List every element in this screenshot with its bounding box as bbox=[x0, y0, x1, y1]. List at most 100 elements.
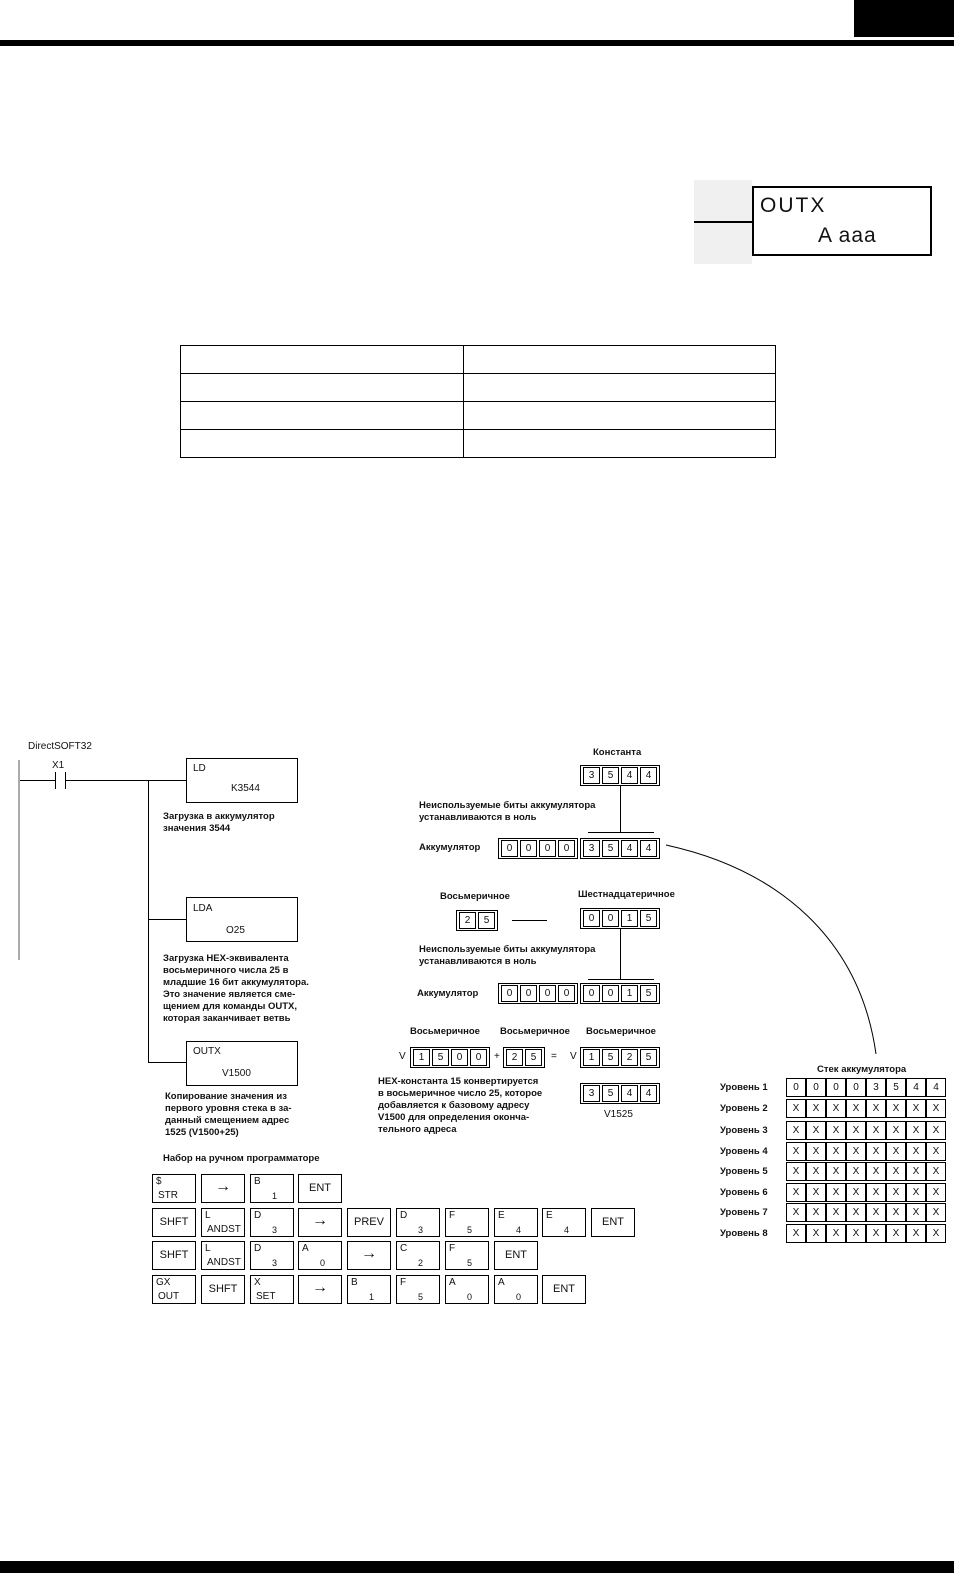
outx-symbol-name: OUTX bbox=[760, 194, 827, 217]
key-label: ENT bbox=[602, 1216, 624, 1228]
key-ent: ENT bbox=[494, 1241, 538, 1270]
table-row bbox=[180, 345, 776, 374]
table-cell bbox=[180, 345, 464, 374]
stack-cell: 0 bbox=[846, 1078, 866, 1097]
digit-cell: 3 bbox=[583, 767, 600, 784]
octal-header: Восьмеричное bbox=[410, 1026, 480, 1037]
right-arrow-icon: → bbox=[312, 1279, 328, 1296]
result-address-register: 1 5 2 5 bbox=[580, 1047, 660, 1068]
stack-level-label: Уровень 1 bbox=[720, 1082, 768, 1093]
rung-wire bbox=[20, 780, 55, 781]
key-letter: B bbox=[254, 1176, 261, 1187]
stack-cell: X bbox=[786, 1162, 806, 1181]
unused-bits-note-2: Неиспользуемые биты аккумулятора устанав… bbox=[419, 944, 595, 968]
digit-cell: 1 bbox=[621, 910, 638, 927]
outx-instruction-box bbox=[186, 1041, 298, 1086]
stack-cell: X bbox=[886, 1203, 906, 1222]
stack-cell: X bbox=[926, 1183, 946, 1202]
outx-symbol-box bbox=[752, 186, 932, 256]
digit-cell: 0 bbox=[602, 910, 619, 927]
right-arrow-icon: → bbox=[215, 1178, 231, 1195]
unused-bits-note-1: Неиспользуемые биты аккумулятора устанав… bbox=[419, 800, 595, 824]
stack-cell: 4 bbox=[926, 1078, 946, 1097]
key-shift-label: GX bbox=[156, 1277, 171, 1288]
digit-cell: 1 bbox=[583, 1049, 600, 1066]
stack-cell: X bbox=[786, 1142, 806, 1161]
digit-cell: 4 bbox=[640, 1085, 657, 1102]
header-rule bbox=[0, 40, 954, 46]
key-digit: 5 bbox=[466, 1225, 472, 1235]
table-row bbox=[180, 401, 776, 430]
stack-cell: X bbox=[806, 1224, 826, 1243]
digit-cell: 5 bbox=[602, 840, 619, 857]
key-digit: 1 bbox=[368, 1292, 374, 1302]
lda-name: LDA bbox=[193, 903, 213, 914]
stack-cell: X bbox=[806, 1162, 826, 1181]
ld-description: Загрузка в аккумулятор значения 3544 bbox=[163, 811, 275, 835]
accumulator-low-word-1: 3 5 4 4 bbox=[580, 838, 660, 859]
table-row bbox=[180, 373, 776, 402]
note-line: устанавливаются в ноль bbox=[419, 956, 537, 967]
stack-cell: X bbox=[906, 1099, 926, 1118]
digit-cell: 5 bbox=[478, 912, 495, 929]
digit-cell: 0 bbox=[583, 985, 600, 1002]
stack-cell: X bbox=[866, 1183, 886, 1202]
stack-cell: X bbox=[886, 1142, 906, 1161]
key-letter: F bbox=[449, 1243, 456, 1254]
key-digit: 0 bbox=[466, 1292, 472, 1302]
v-prefix: V bbox=[570, 1051, 577, 1062]
key-digit: 0 bbox=[319, 1258, 325, 1268]
digit-cell: 0 bbox=[583, 910, 600, 927]
branch-wire bbox=[148, 780, 149, 1062]
key-shift-label: L bbox=[205, 1243, 211, 1254]
equals-sign: = bbox=[551, 1051, 557, 1062]
stack-cell: X bbox=[846, 1142, 866, 1161]
ld-name: LD bbox=[193, 763, 206, 774]
outx-name: OUTX bbox=[193, 1046, 221, 1057]
digit-cell: 4 bbox=[640, 767, 657, 784]
ld-operand: K3544 bbox=[231, 783, 260, 794]
desc-line: значения 3544 bbox=[163, 823, 231, 834]
stack-cell: X bbox=[886, 1099, 906, 1118]
stack-cell: X bbox=[826, 1224, 846, 1243]
handheld-title: Набор на ручном программаторе bbox=[163, 1153, 320, 1164]
key-label: ENT bbox=[553, 1283, 575, 1295]
key-shft: SHFT bbox=[152, 1208, 196, 1237]
note-line: в восьмеричное число 25, которое bbox=[378, 1088, 543, 1099]
note-line: добавляется к базовому адресу bbox=[378, 1100, 530, 1111]
stack-cell: X bbox=[906, 1162, 926, 1181]
digit-cell: 0 bbox=[520, 840, 537, 857]
contact-right-bar bbox=[65, 772, 66, 789]
digit-cell: 0 bbox=[558, 840, 575, 857]
digit-cell: 0 bbox=[539, 985, 556, 1002]
octal-register: 2 5 bbox=[456, 910, 498, 931]
key-digit: 3 bbox=[271, 1225, 277, 1235]
stack-cell: X bbox=[826, 1162, 846, 1181]
digit-cell: 0 bbox=[470, 1049, 487, 1066]
result-value-register: 3 5 4 4 bbox=[580, 1083, 660, 1104]
desc-line: которая заканчивает ветвь bbox=[163, 1013, 291, 1024]
stack-cell: X bbox=[866, 1099, 886, 1118]
hex-label: Шестнадцатеричное bbox=[578, 889, 675, 900]
digit-cell: 5 bbox=[640, 985, 657, 1002]
stack-cell: X bbox=[826, 1099, 846, 1118]
stack-level-label: Уровень 8 bbox=[720, 1228, 768, 1239]
stack-cell: X bbox=[846, 1183, 866, 1202]
stack-cell: X bbox=[906, 1142, 926, 1161]
plus-sign: + bbox=[494, 1051, 500, 1062]
key-ent: ENT bbox=[591, 1208, 635, 1237]
desc-line: данный смещением адрес bbox=[165, 1115, 290, 1126]
accumulator-high-word-2: 0 0 0 0 bbox=[498, 983, 578, 1004]
branch-wire-lda bbox=[148, 919, 186, 920]
key-letter: A bbox=[302, 1243, 309, 1254]
lda-description: Загрузка HEX-эквивалента восьмеричного ч… bbox=[163, 953, 309, 1025]
